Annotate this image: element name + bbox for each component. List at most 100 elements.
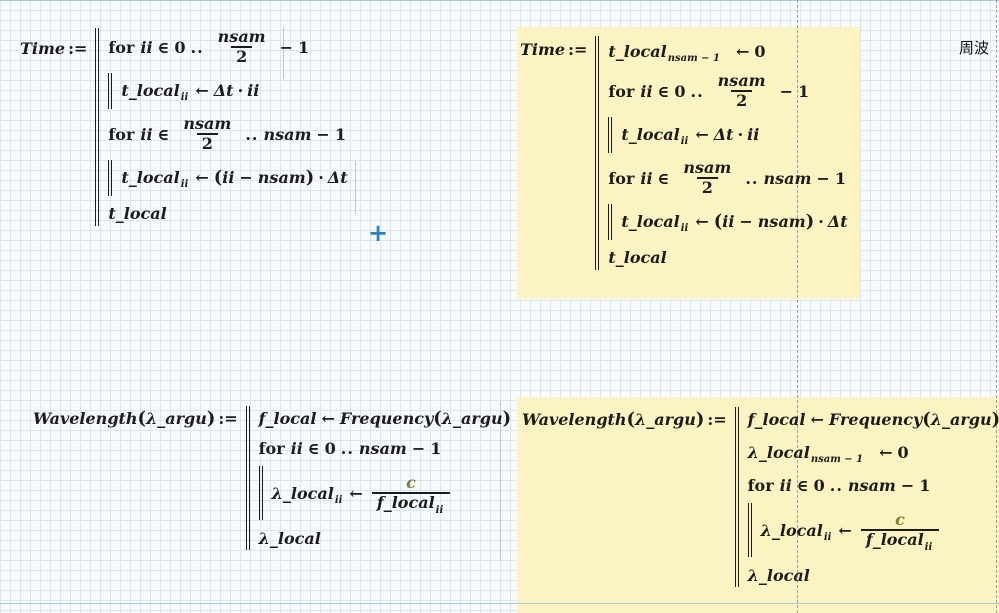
function-frequency: Frequency <box>339 408 434 428</box>
right-paren: ) <box>992 409 999 430</box>
subscript-ii: ii <box>435 505 444 516</box>
variable-f-local: f_local <box>258 408 317 428</box>
highlight-region-time <box>517 27 860 299</box>
assign-arrow: ← <box>349 483 363 503</box>
variable-t-local: t_local <box>108 204 167 224</box>
right-paren: ) <box>305 167 315 189</box>
variable-ii: ii <box>140 124 153 144</box>
variable-time: Time <box>520 40 566 59</box>
text-region-cjk[interactable]: 周波 <box>959 40 990 57</box>
program-line-for: for ii ∈ 0 .. nsam − 1 <box>748 473 931 497</box>
variable-delta-t: Δt <box>213 81 234 101</box>
edit-caret-line <box>500 401 501 561</box>
number-two: 2 <box>696 177 718 197</box>
variable-f-local: f_local <box>747 409 806 429</box>
insertion-crosshair-cursor[interactable]: + <box>368 219 389 247</box>
variable-lambda-argu: λ_argu <box>930 409 992 429</box>
keyword-for: for <box>108 124 135 144</box>
variable-ii: ii <box>222 168 235 188</box>
program-return-line: λ_local <box>748 563 810 587</box>
variable-time: Time <box>20 39 66 58</box>
variable-nsam: nsam <box>763 168 812 188</box>
keyword-for: for <box>747 475 774 495</box>
number-one: 1 <box>334 124 346 144</box>
assign-arrow: ← <box>879 442 893 462</box>
variable-nsam: nsam <box>263 124 312 144</box>
subscript-nsam-minus-1: nsam − 1 <box>667 52 720 64</box>
fraction-nsam-over-2: nsam 2 <box>678 158 736 198</box>
page-top-boundary <box>0 0 999 1</box>
variable-ii: ii <box>640 81 653 101</box>
keyword-for: for <box>108 37 135 57</box>
keyword-for: for <box>258 438 285 458</box>
multiply-dot: · <box>737 125 744 145</box>
minus-operator: − <box>779 81 794 101</box>
assign-arrow: ← <box>838 520 852 540</box>
program-line-for-first-half: for ii ∈ 0 .. nsam 2 − 1 <box>608 71 810 111</box>
number-zero: 0 <box>754 41 766 61</box>
variable-lambda-local: λ_local <box>760 520 823 540</box>
function-wavelength: Wavelength <box>522 410 627 429</box>
math-region-time-plain[interactable]: Time := for ii ∈ 0 .. nsam 2 − 1 t_local… <box>20 27 348 226</box>
edit-caret-line <box>283 27 284 79</box>
assign-arrow: ← <box>810 409 824 429</box>
number-one: 1 <box>298 37 310 57</box>
assign-operator: := <box>68 39 88 58</box>
variable-nsam: nsam <box>217 27 266 46</box>
assign-operator: := <box>568 40 588 59</box>
assign-arrow: ← <box>195 81 209 101</box>
math-region-wavelength-plain[interactable]: Wavelength ( λ_argu ) := f_local ← Frequ… <box>33 406 511 550</box>
variable-nsam: nsam <box>183 113 232 133</box>
number-one: 1 <box>798 81 810 101</box>
fraction-nsam-over-2: nsam 2 <box>178 113 236 154</box>
program-line-for: for ii ∈ 0 .. nsam − 1 <box>259 436 442 460</box>
page-bottom-boundary <box>0 603 999 604</box>
variable-t-local: t_local <box>121 81 180 101</box>
variable-lambda-local: λ_local <box>271 483 334 503</box>
variable-t-local: t_local <box>608 248 667 268</box>
minus-operator: − <box>900 475 915 495</box>
constant-c: c <box>895 509 905 529</box>
assign-operator: := <box>707 410 727 429</box>
assign-arrow: ← <box>195 168 209 188</box>
variable-lambda-local: λ_local <box>258 528 321 548</box>
variable-nsam: nsam <box>757 212 806 232</box>
number-zero: 0 <box>897 442 909 462</box>
variable-t-local: t_local <box>621 125 680 145</box>
page-break-line <box>797 0 798 613</box>
left-paren: ( <box>213 167 223 189</box>
subscript-ii: ii <box>680 136 689 148</box>
variable-delta-t: Δt <box>327 168 348 188</box>
highlight-region-wavelength <box>517 397 999 613</box>
range-operator: .. <box>245 124 259 144</box>
element-of-operator: ∈ <box>657 81 670 101</box>
variable-ii: ii <box>722 212 735 232</box>
program-block: f_local ← Frequency ( λ_argu ) λ_localns… <box>734 407 999 587</box>
minus-operator: − <box>816 168 830 188</box>
program-return-line: t_local <box>608 246 666 270</box>
math-region-wavelength-highlighted[interactable]: Wavelength ( λ_argu ) := f_local ← Frequ… <box>522 407 999 587</box>
number-zero: 0 <box>674 81 686 101</box>
function-wavelength: Wavelength <box>33 409 138 428</box>
program-line-for-second-half: for ii ∈ nsam 2 .. nsam − 1 <box>608 158 846 198</box>
subscript-nsam-minus-1: nsam − 1 <box>810 453 864 465</box>
subscript-ii: ii <box>334 494 343 506</box>
fraction-c-over-f-local: c f_localii <box>371 473 451 516</box>
element-of-operator: ∈ <box>796 475 809 495</box>
minus-operator: − <box>316 124 330 144</box>
definition-lhs: Time := <box>20 39 95 58</box>
subscript-ii: ii <box>180 179 189 191</box>
left-paren: ( <box>922 408 931 430</box>
minus-operator: − <box>411 438 426 458</box>
program-return-line: λ_local <box>259 526 321 550</box>
multiply-dot: · <box>818 212 824 232</box>
definition-lhs: Wavelength ( λ_argu ) := <box>522 409 735 430</box>
definition-lhs: Wavelength ( λ_argu ) := <box>33 408 246 429</box>
minus-operator: − <box>739 212 753 232</box>
program-line-f-local: f_local ← Frequency ( λ_argu ) <box>259 406 511 430</box>
right-paren: ) <box>805 211 815 233</box>
